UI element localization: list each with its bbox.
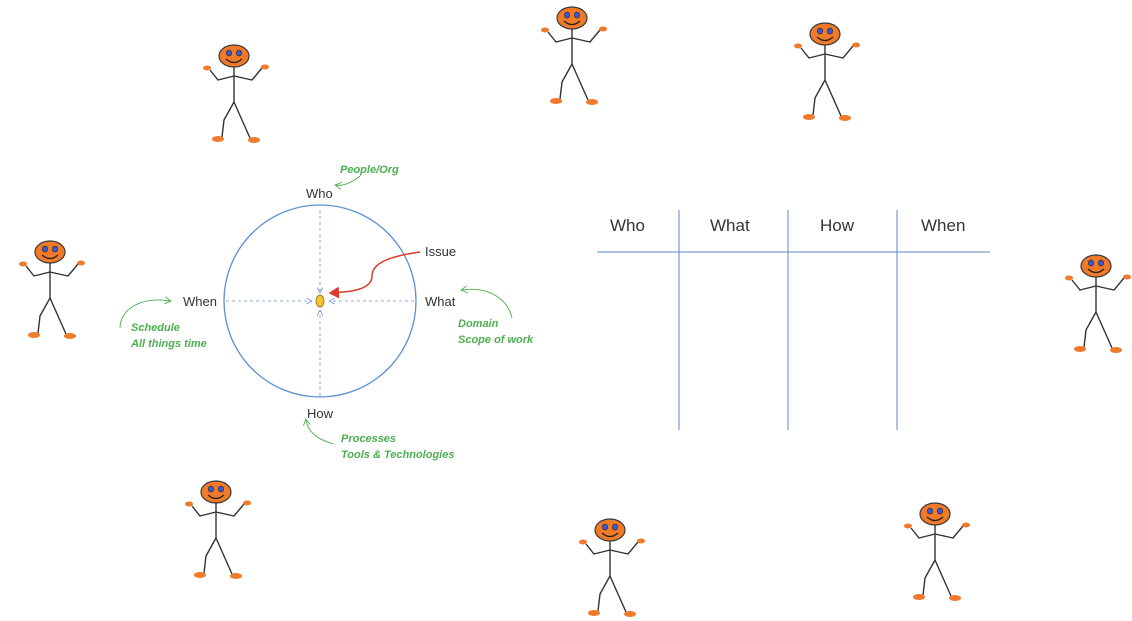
when-note: Schedule All things time	[131, 320, 207, 352]
stick-figure-icon	[579, 518, 645, 617]
stick-figure-icon	[19, 240, 85, 339]
how-label: How	[307, 406, 334, 421]
when-note-line: All things time	[131, 338, 207, 350]
issue-dot	[315, 294, 325, 308]
when-note-line: Schedule	[131, 322, 180, 334]
stick-figure-icon	[185, 480, 251, 579]
stick-figure-icon	[904, 502, 970, 601]
what-note-line: Scope of work	[458, 334, 534, 346]
how-note: Processes Tools & Technologies	[341, 431, 454, 463]
table-header-what: What	[710, 216, 750, 235]
what-note-line: Domain	[458, 318, 499, 330]
table-header-who: Who	[610, 216, 645, 235]
table-header-how: How	[820, 216, 855, 235]
what-note-arrow	[462, 289, 513, 319]
who-note-arrow	[336, 175, 361, 185]
when-label: When	[183, 294, 217, 309]
stick-figure-icon	[1065, 254, 1131, 353]
what-note: Domain Scope of work	[458, 316, 533, 348]
stick-figure-icon	[541, 6, 607, 105]
perspective-circle	[223, 204, 417, 398]
how-note-arrow	[306, 420, 335, 445]
stick-figure-icon	[794, 22, 860, 121]
stick-figure-icon	[203, 44, 269, 143]
issue-label: Issue	[425, 244, 457, 259]
how-note-line: Tools & Technologies	[341, 449, 455, 461]
how-note-line: Processes	[341, 433, 397, 445]
issue-arrow	[328, 251, 421, 299]
table-header-when: When	[921, 216, 966, 235]
when-note-arrow	[119, 300, 170, 329]
who-label: Who	[306, 186, 333, 201]
who-note: People/Org	[340, 164, 399, 176]
what-label: What	[425, 294, 456, 309]
